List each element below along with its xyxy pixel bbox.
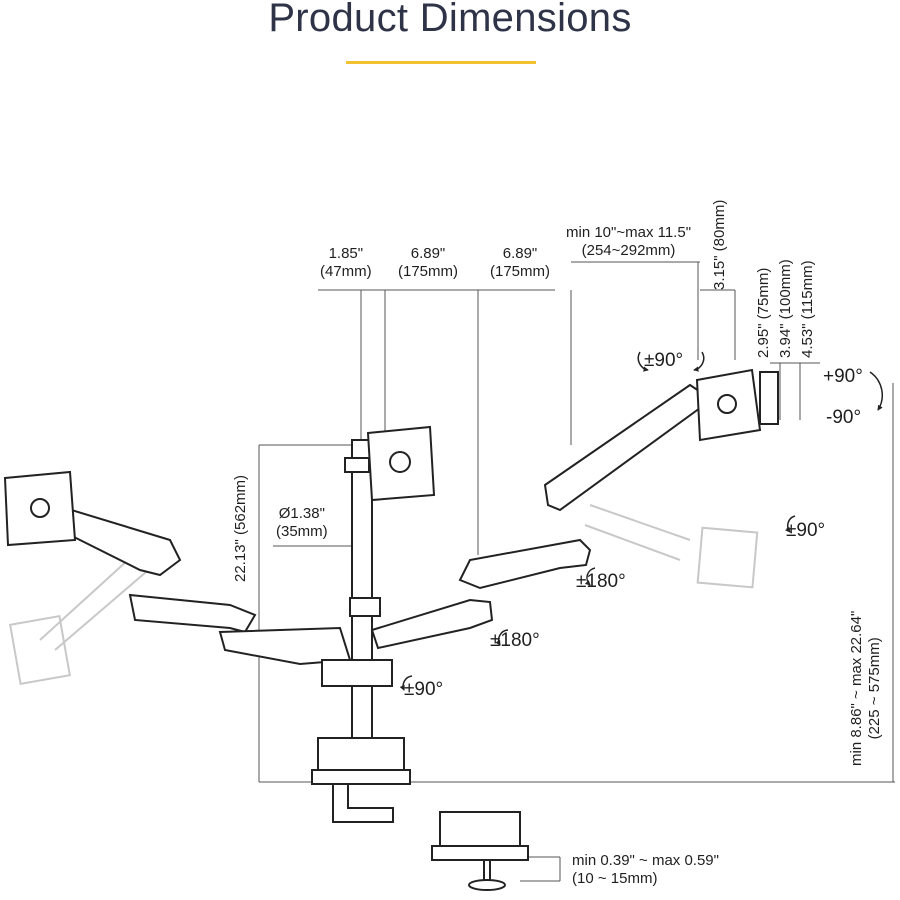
pole-diameter-label: Ø1.38" (35mm) — [276, 505, 328, 540]
pole-height-label: 22.13" (562mm) — [232, 474, 249, 582]
right-swivel-label: ±90° — [786, 520, 826, 541]
vesa-offset-label: 3.15" (80mm) — [711, 199, 728, 290]
base-swivel-label: ±90° — [404, 679, 444, 700]
top-swivel-label: ±90° — [644, 350, 684, 371]
mount-structure — [3, 368, 779, 891]
right-arm-joint-label: ±180° — [576, 571, 626, 592]
center-arm-joint-label: ±180° — [490, 630, 540, 651]
pole-offset-label: 1.85" (47mm) — [320, 245, 372, 280]
height-range-label: min 8.86" ~ max 22.64" (225 ~ 575mm) — [848, 610, 883, 766]
tilt-down-label: -90° — [826, 407, 862, 428]
vesa-75-label: 2.95" (75mm) — [755, 267, 772, 358]
rotation-arrows — [399, 351, 883, 691]
vesa-115-label: 4.53" (115mm) — [799, 260, 816, 358]
page-title: Product Dimensions — [268, 0, 632, 40]
arm-segment-1-label: 6.89" (175mm) — [398, 245, 459, 280]
arm-segment-2-label: 6.89" (175mm) — [490, 245, 551, 280]
tilt-up-label: +90° — [823, 366, 863, 387]
title-underline — [346, 61, 536, 64]
desk-thickness-label: min 0.39" ~ max 0.59" (10 ~ 15mm) — [572, 852, 719, 887]
vesa-100-label: 3.94" (100mm) — [777, 259, 794, 358]
arm-reach-label: min 10"~max 11.5" (254~292mm) — [566, 224, 692, 259]
